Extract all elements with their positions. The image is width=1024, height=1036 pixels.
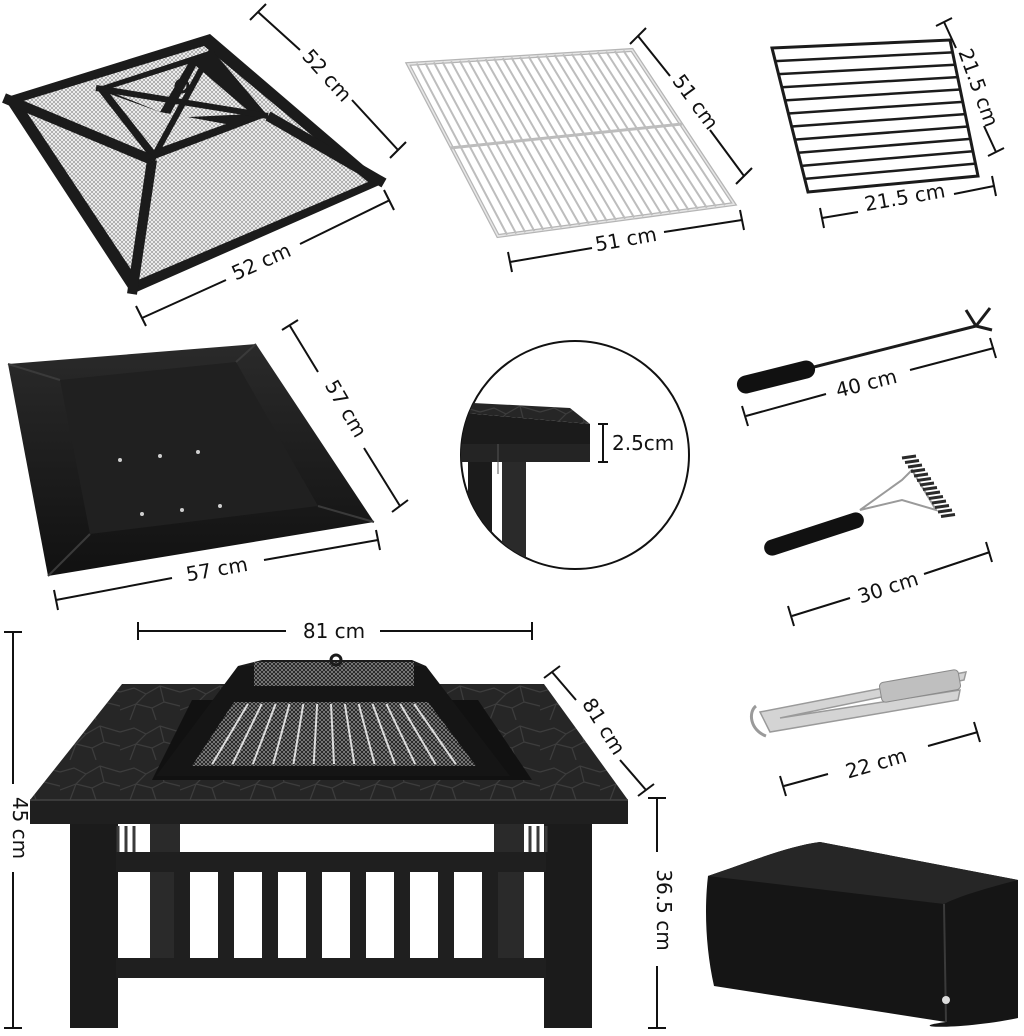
table-total-height-dimension: 45 cm	[4, 631, 32, 1029]
tongs-length-label: 22 cm	[843, 743, 909, 783]
log-grate-width-dimension: 21.5 cm	[819, 175, 997, 229]
fire-bowl-depth-label: 57 cm	[320, 376, 372, 442]
fire-bowl-width-label: 57 cm	[184, 552, 250, 586]
rain-cover-icon	[706, 842, 1018, 1027]
table-width-label: 81 cm	[303, 619, 365, 643]
grill-brush-icon	[764, 454, 956, 556]
fire-bowl-icon	[7, 343, 375, 577]
table-height-dimension: 36.5 cm	[648, 797, 676, 1029]
grill-width-label: 51 cm	[593, 222, 659, 256]
spark-screen-lid-icon	[2, 34, 387, 295]
tongs-length-dimension: 22 cm	[779, 721, 981, 797]
table-width-dimension: 81 cm	[137, 619, 533, 643]
fire-pit-table-icon	[30, 653, 628, 1028]
tabletop-thickness-label: 2.5cm	[612, 431, 674, 455]
fire-poker-icon	[736, 307, 993, 394]
spark-screen-depth-label: 52 cm	[297, 44, 357, 106]
table-total-height-label: 45 cm	[8, 797, 32, 859]
brush-length-dimension: 30 cm	[787, 541, 993, 627]
tabletop-thickness-detail-icon: 2.5cm	[460, 340, 690, 570]
tongs-icon	[749, 669, 968, 738]
log-grate-icon	[770, 38, 980, 194]
grill-grate-icon	[404, 47, 738, 239]
brush-length-label: 30 cm	[855, 566, 922, 608]
poker-length-label: 40 cm	[833, 364, 899, 402]
table-height-label: 36.5 cm	[652, 869, 676, 950]
